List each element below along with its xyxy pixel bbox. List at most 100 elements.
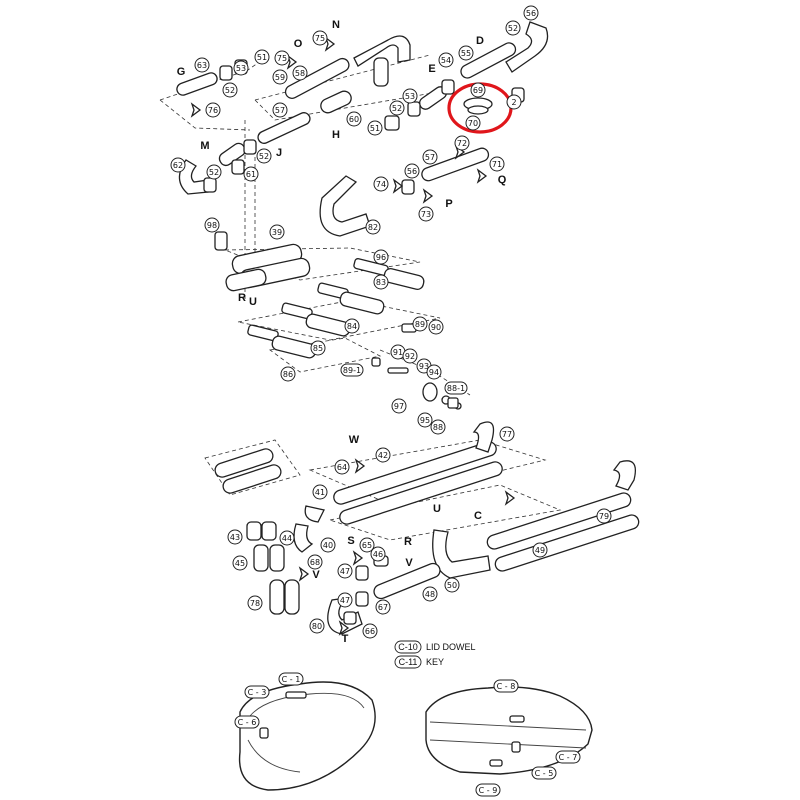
callout-c83: 83 — [373, 274, 389, 290]
callout-label: 89-1 — [343, 366, 361, 375]
callout-c52c: 52 — [256, 148, 272, 164]
callout-c71: 71 — [489, 156, 505, 172]
letter-lH: H — [332, 129, 340, 141]
letter-lQ: Q — [498, 174, 507, 186]
callout-bubble — [454, 135, 470, 151]
callout-bubble — [280, 366, 296, 382]
callout-bubble — [337, 592, 353, 608]
callout-label: 69 — [473, 86, 483, 95]
callout-label: 52 — [508, 24, 518, 33]
crook-44 — [293, 523, 314, 553]
callout-c76: 76 — [205, 102, 221, 118]
letter-lR2: R — [404, 536, 412, 548]
callout-c56: 56 — [523, 5, 539, 21]
joint-52b — [407, 101, 421, 117]
callout-bubble — [340, 363, 364, 377]
callout-c89: 89 — [412, 316, 428, 332]
callout-bubble — [489, 156, 505, 172]
callout-c50: 50 — [444, 577, 460, 593]
key-m — [190, 102, 202, 118]
letter-lR: R — [238, 292, 246, 304]
callout-c60: 60 — [346, 111, 362, 127]
callout-bubble — [362, 623, 378, 639]
callout-label: 85 — [313, 344, 323, 353]
callout-c43: 43 — [227, 529, 243, 545]
assembly-letter: P — [445, 198, 452, 210]
case-left-seam — [249, 692, 365, 717]
case-callout-label: C - 9 — [479, 786, 498, 795]
cyl-45b — [269, 544, 285, 572]
callout-bubble — [373, 176, 389, 192]
callout-c89-1: 89-1 — [340, 363, 364, 377]
part-91 — [387, 367, 409, 374]
assembly-letter: D — [476, 35, 484, 47]
letter-lN: N — [332, 19, 340, 31]
callout-c74: 74 — [373, 176, 389, 192]
case-callout-label: C - 3 — [248, 688, 267, 697]
cyl-78b — [284, 579, 300, 615]
callout-bubble — [422, 149, 438, 165]
callout-bubble — [470, 82, 486, 98]
tube-h — [320, 90, 352, 114]
callout-label: 93 — [419, 362, 429, 371]
joint-41 — [304, 505, 325, 523]
part-89-1 — [371, 357, 381, 367]
callout-c85: 85 — [310, 340, 326, 356]
ring-70 — [467, 105, 489, 115]
callout-c57a: 57 — [272, 102, 288, 118]
callout-c46: 46 — [370, 546, 386, 562]
callout-bubble — [227, 529, 243, 545]
joint-61 — [231, 159, 245, 175]
callout-label: 57 — [275, 106, 285, 115]
case-callout-cC5: C - 5 — [531, 766, 557, 780]
callout-bubble — [272, 102, 288, 118]
case-right-foot — [489, 759, 503, 767]
callout-bubble — [204, 217, 220, 233]
callout-bubble — [243, 166, 259, 182]
callout-bubble — [465, 115, 481, 131]
legend-code-1: C-10 — [398, 642, 418, 652]
ghost-tube-1 — [214, 448, 274, 478]
legend-row-2: C-11 KEY — [394, 655, 444, 669]
crook-77 — [472, 421, 495, 453]
callout-label: 39 — [272, 228, 282, 237]
case-callout-bubble — [531, 766, 557, 780]
callout-label: 74 — [376, 180, 386, 189]
assembly-letter: Q — [498, 174, 507, 186]
callout-bubble — [373, 249, 389, 265]
case-callout-label: C - 5 — [535, 769, 554, 778]
case-callout-bubble — [278, 672, 304, 686]
case-callout-label: C - 7 — [559, 753, 578, 762]
assembly-letter: H — [332, 129, 340, 141]
callout-label: 58 — [295, 69, 305, 78]
callout-label: 91 — [393, 348, 403, 357]
joint-51b — [384, 115, 400, 131]
callout-label: 95 — [420, 416, 430, 425]
letter-lD: D — [476, 35, 484, 47]
callout-c41: 41 — [312, 484, 328, 500]
case-callout-cC1: C - 1 — [278, 672, 304, 686]
tube-n-drop — [373, 57, 389, 87]
legend-row-1: C-10 LID DOWEL — [394, 640, 476, 654]
callout-c69: 69 — [470, 82, 486, 98]
key-s — [352, 550, 364, 566]
callout-c52a: 52 — [222, 82, 238, 98]
tube-pq — [421, 147, 490, 182]
case-right-base-line — [429, 739, 587, 749]
callout-label: 43 — [230, 533, 240, 542]
tube-o — [284, 57, 350, 99]
callout-label: 53 — [236, 64, 246, 73]
callout-label: 41 — [315, 488, 325, 497]
callout-bubble — [375, 447, 391, 463]
letter-lP: P — [445, 198, 452, 210]
callout-c52d: 52 — [206, 164, 222, 180]
callout-bubble — [247, 595, 263, 611]
callout-c90: 90 — [428, 319, 444, 335]
callout-c72: 72 — [454, 135, 470, 151]
case-callout-bubble — [234, 715, 260, 729]
callout-label: 84 — [347, 322, 357, 331]
callout-bubble — [359, 537, 375, 553]
assembly-letter: V — [312, 569, 320, 581]
callout-c66: 66 — [362, 623, 378, 639]
crook-n — [353, 35, 411, 67]
